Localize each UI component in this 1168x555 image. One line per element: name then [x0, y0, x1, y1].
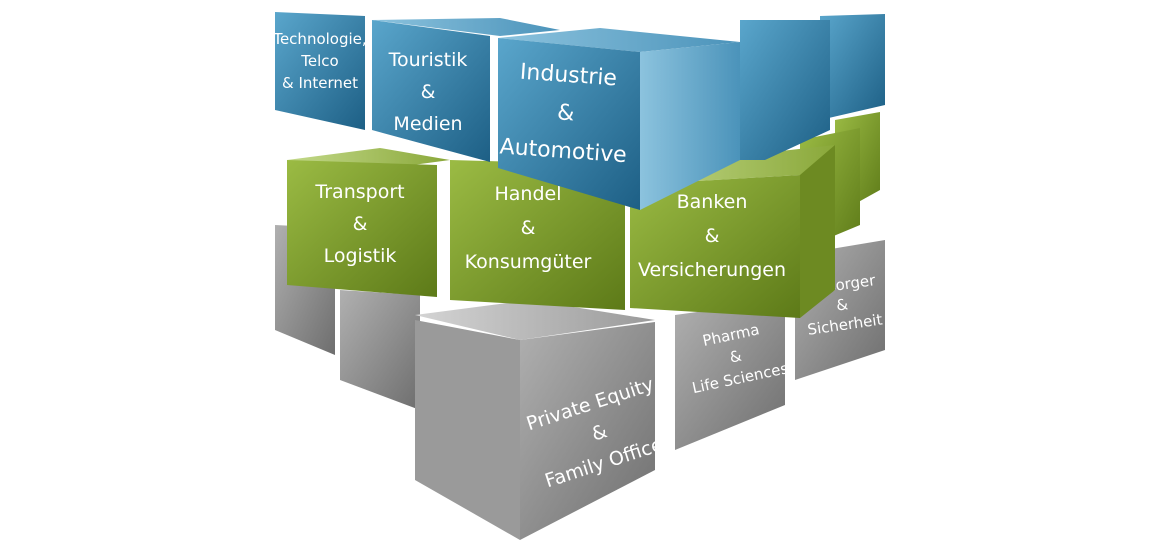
svg-text:Touristik&Medien: Touristik&Medien [388, 49, 468, 135]
cube-handel[interactable]: Handel&Konsumgüter [450, 160, 625, 310]
cube-touristik[interactable]: Touristik&Medien [372, 18, 560, 162]
blue-layer: Technologie,Telco& Internet Touristik&Me… [272, 12, 885, 210]
cube-transport[interactable]: Transport&Logistik [287, 148, 450, 297]
green-layer: Transport&Logistik Handel&Konsumgüter Ba… [287, 112, 880, 318]
cube-blue-back [740, 20, 830, 160]
cube-blue-back-right [820, 14, 885, 120]
cube-technologie[interactable]: Technologie,Telco& Internet [272, 12, 367, 130]
cube-pharma[interactable]: Pharma&Life Sciences [675, 300, 790, 450]
svg-text:Handel&Konsumgüter: Handel&Konsumgüter [465, 183, 592, 273]
svg-text:Technologie,Telco& Internet: Technologie,Telco& Internet [272, 30, 366, 92]
gray-layer: Versorger&Sicherheit Pharma&Life Science… [275, 225, 885, 540]
svg-text:Banken&Versicherungen: Banken&Versicherungen [638, 191, 786, 281]
cube-gray-mid-left [340, 290, 420, 410]
svg-text:Transport&Logistik: Transport&Logistik [314, 181, 404, 267]
cube-private-equity[interactable]: Private Equity&Family Offices [415, 300, 675, 540]
cube-industrie[interactable]: Industrie&Automotive [498, 28, 740, 210]
